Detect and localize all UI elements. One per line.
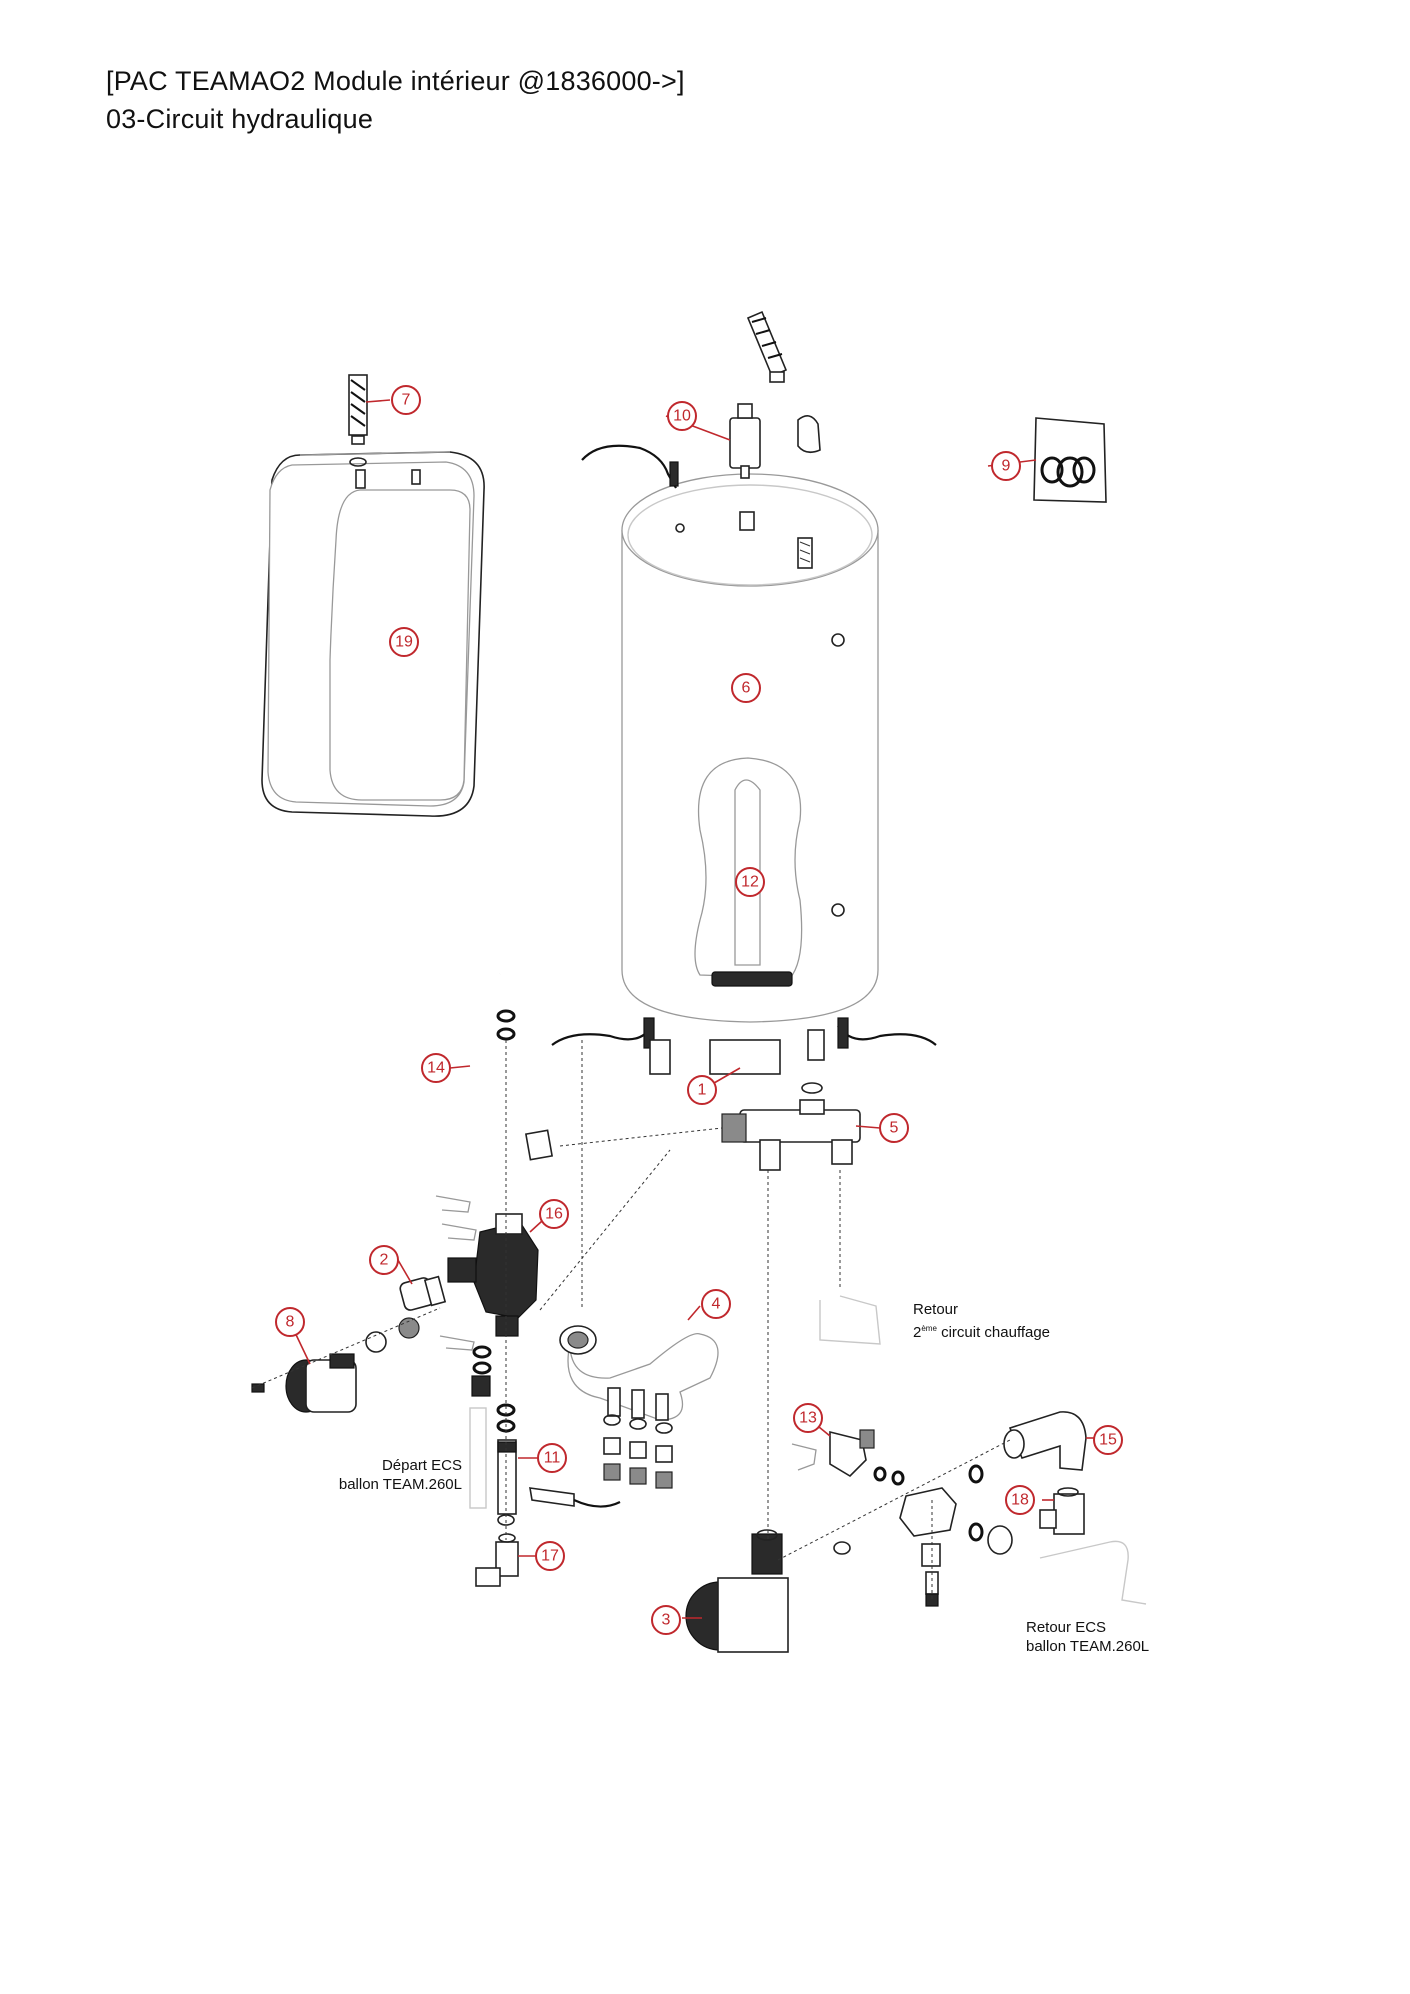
svg-text:17: 17 [541, 1548, 559, 1565]
pipe-14 [474, 973, 554, 1161]
expansion-vessel [261, 451, 485, 817]
callout-5: 5 [879, 1113, 909, 1143]
annotation-depart-ecs: Départ ECS ballon TEAM.260L [324, 1456, 462, 1494]
svg-text:16: 16 [545, 1206, 563, 1223]
page-title: [PAC TEAMAO2 Module intérieur @1836000->… [106, 66, 685, 96]
annotation-depart-ecs-line2: ballon TEAM.260L [338, 1476, 462, 1493]
callout-3: 3 [651, 1605, 681, 1635]
svg-text:3: 3 [662, 1612, 671, 1629]
circulator-pump-3 [685, 1529, 789, 1653]
leader-lines [289, 399, 1096, 1619]
tee-17 [475, 1533, 519, 1587]
callout-11: 11 [537, 1443, 567, 1473]
callout-7: 7 [391, 385, 421, 415]
annotation-depart-ecs-line1: Départ ECS [381, 1457, 462, 1474]
callout-14: 14 [421, 1053, 451, 1083]
assembly-axes [251, 1040, 1011, 1600]
fitting-13 [791, 1429, 905, 1486]
svg-text:7: 7 [402, 392, 411, 409]
svg-text:4: 4 [712, 1296, 721, 1313]
callout-4: 4 [701, 1289, 731, 1319]
callout-13: 13 [793, 1403, 823, 1433]
sensor-cables [551, 444, 937, 1075]
pipe-4-fittings [603, 1414, 673, 1489]
svg-text:6: 6 [742, 680, 751, 697]
manifold-5 [721, 1082, 861, 1171]
air-vent-10 [729, 403, 821, 479]
svg-text:9: 9 [1002, 458, 1011, 475]
callout-9: 9 [991, 451, 1021, 481]
callout-10: 10 [667, 401, 697, 431]
valve-18 [1039, 1487, 1085, 1535]
svg-text:15: 15 [1099, 1432, 1117, 1449]
callout-2: 2 [369, 1245, 399, 1275]
svg-text:12: 12 [741, 874, 759, 891]
valve-actuator-2 [399, 1275, 447, 1311]
annotation-retour-ecs-line1: Retour ECS [1026, 1619, 1107, 1636]
svg-text:11: 11 [544, 1450, 561, 1467]
annotation-retour-ecs: Retour ECS ballon TEAM.260L [1026, 1618, 1149, 1656]
callout-15: 15 [1093, 1425, 1123, 1455]
svg-text:2: 2 [380, 1252, 389, 1269]
seal-kit-9 [1033, 417, 1107, 503]
annotation-retour-ecs-line2: ballon TEAM.260L [1026, 1638, 1150, 1655]
callout-1: 1 [687, 1075, 717, 1105]
pump-head-8 [251, 1317, 420, 1413]
svg-text:5: 5 [890, 1120, 899, 1137]
callout-16: 16 [539, 1199, 569, 1229]
hot-water-tank [621, 473, 879, 1075]
braided-hose-top [746, 310, 788, 383]
sensor-clip [529, 1487, 621, 1508]
svg-text:1: 1 [698, 1082, 707, 1099]
svg-text:19: 19 [395, 634, 413, 651]
page-subtitle: 03-Circuit hydraulique [106, 104, 374, 134]
svg-text:14: 14 [427, 1060, 445, 1077]
annotation-retour-2e-line2: 2ème circuit chauffage [913, 1324, 1051, 1341]
pipe-4 [559, 1325, 719, 1421]
braided-hose-7 [348, 374, 368, 467]
callout-6: 6 [731, 673, 761, 703]
svg-text:18: 18 [1011, 1492, 1029, 1509]
svg-text:13: 13 [799, 1410, 817, 1427]
callout-12: 12 [735, 867, 765, 897]
callout-19: 19 [389, 627, 419, 657]
annotation-retour-2e-circuit: Retour 2ème circuit chauffage [913, 1300, 1050, 1342]
valve-clips [435, 1195, 477, 1351]
callout-8: 8 [275, 1307, 305, 1337]
optional-pipes [819, 1295, 1147, 1605]
annotation-retour-2e-line1: Retour [913, 1301, 959, 1318]
svg-text:10: 10 [673, 408, 691, 425]
elbow-15 [1003, 1411, 1087, 1471]
svg-text:8: 8 [286, 1314, 295, 1331]
tee-manifold [833, 1464, 1013, 1607]
callout-17: 17 [535, 1541, 565, 1571]
fitting-11 [469, 1009, 517, 1526]
callout-18: 18 [1005, 1485, 1035, 1515]
